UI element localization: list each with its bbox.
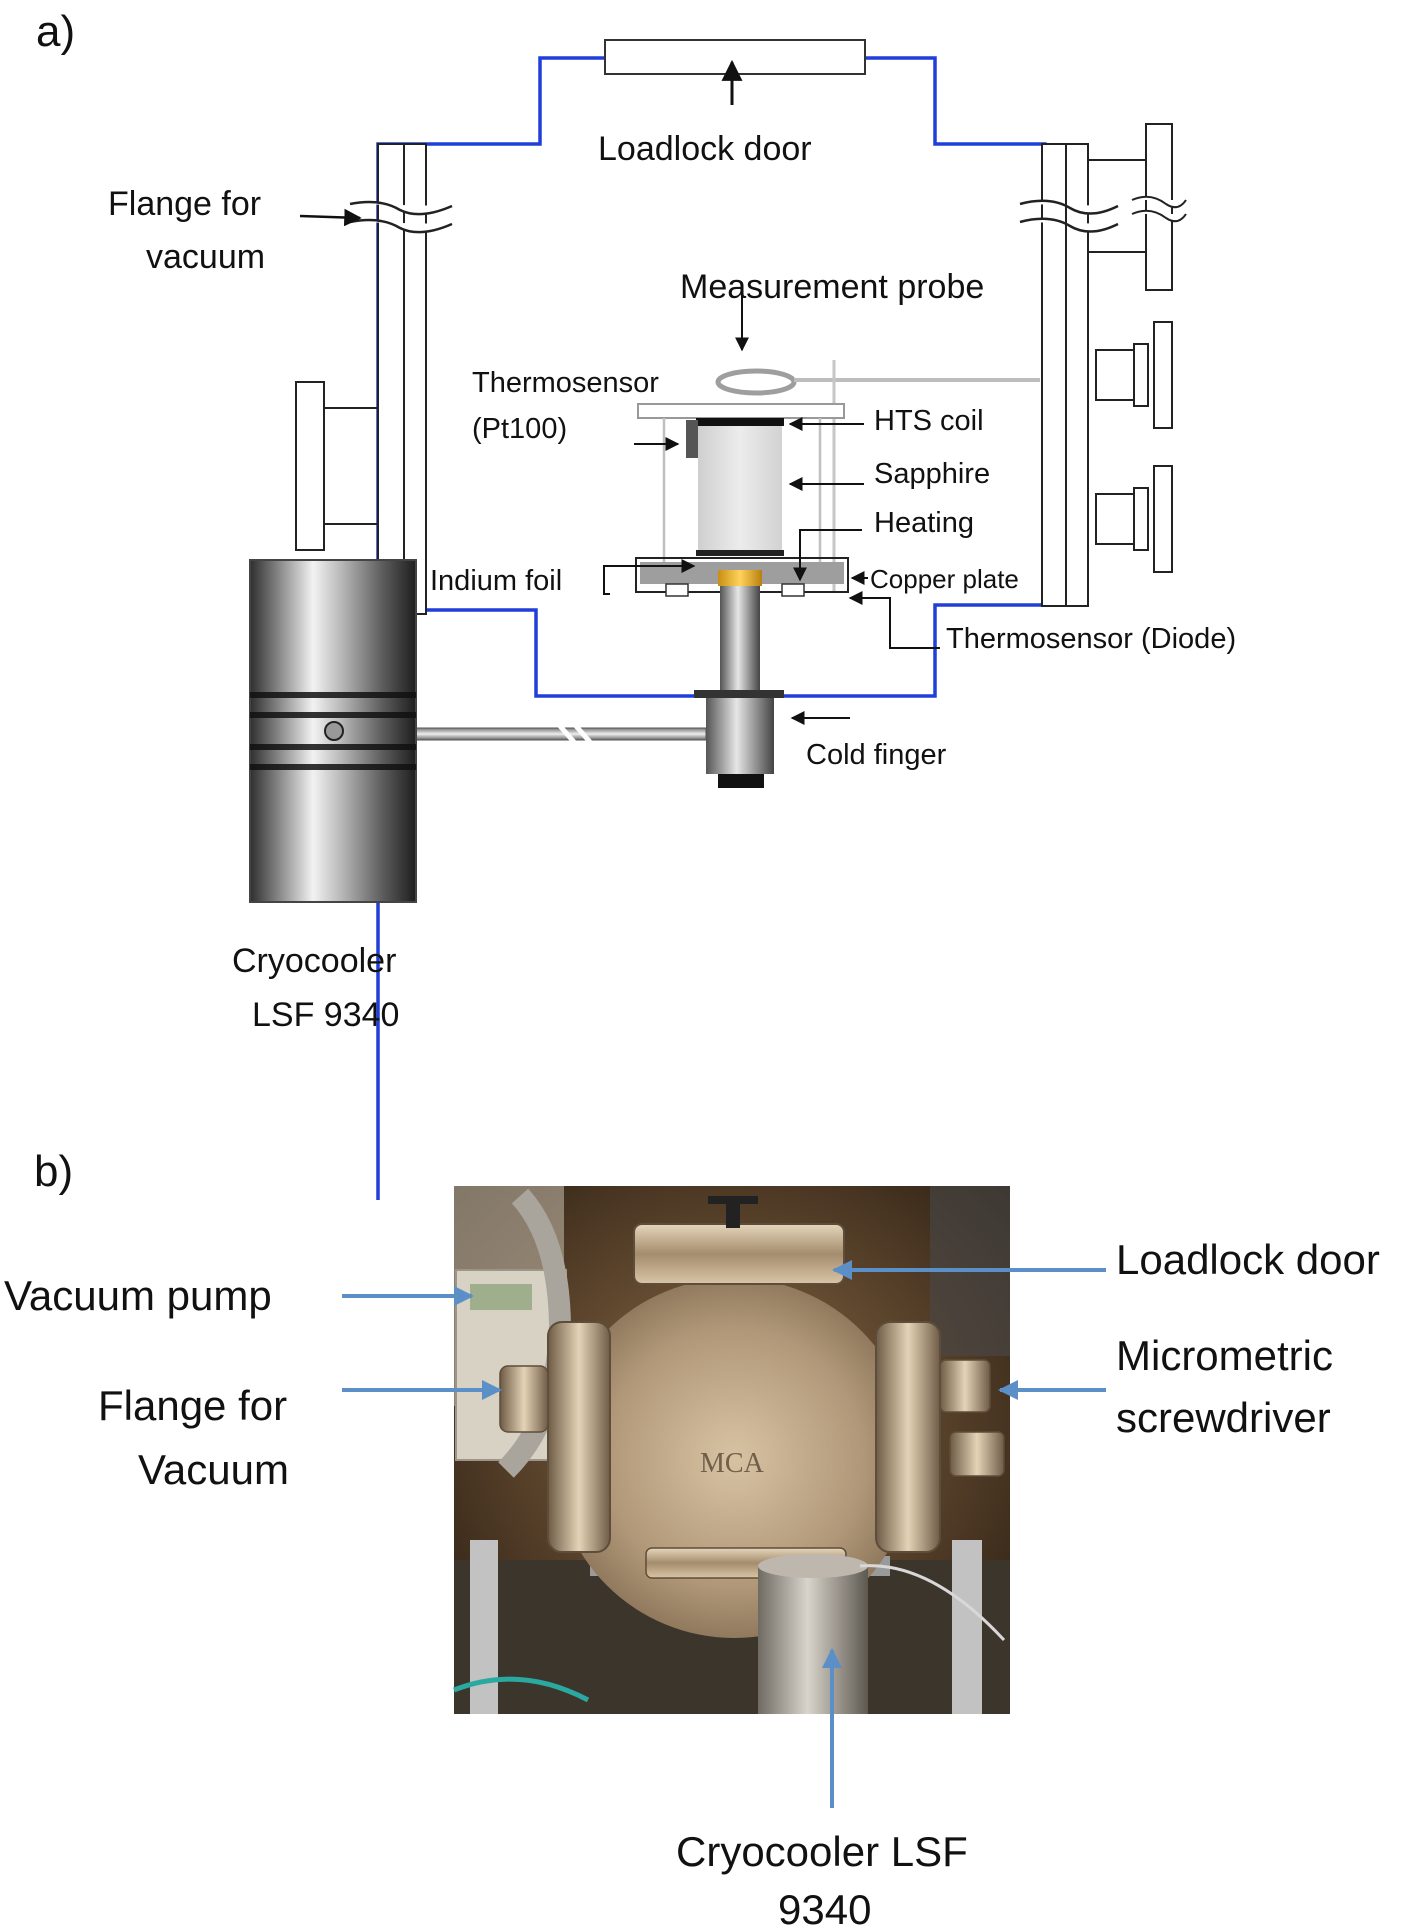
photo-b: MCA: [453, 1186, 1010, 1714]
panel-label-b: b): [34, 1147, 73, 1196]
measurement-probe-label: Measurement probe: [680, 268, 984, 306]
right-flange: [875, 1321, 941, 1553]
cryocooler: [249, 559, 417, 903]
hts-coil-label: HTS coil: [874, 405, 984, 437]
break-mark-right: [1019, 199, 1119, 233]
micrometric-label-1: Micrometric: [1116, 1332, 1333, 1379]
chamber-wall: [376, 56, 1047, 1200]
heating-label: Heating: [874, 507, 974, 539]
micrometric-label-2: screwdriver: [1116, 1394, 1331, 1441]
cold-finger: [694, 690, 784, 788]
diagram-a: Loadlock door Flange for vacuum: [108, 39, 1236, 1200]
chamber-engraving: MCA: [700, 1448, 765, 1479]
cold-finger-label: Cold finger: [806, 739, 947, 771]
left-side-port: [295, 381, 378, 551]
loadlock-door-plate: [604, 39, 866, 75]
thermosensor-pt100-label-1: Thermosensor: [472, 367, 659, 399]
loadlock-door-b-label: Loadlock door: [1116, 1236, 1380, 1283]
cryocooler-label-2: LSF 9340: [252, 996, 399, 1034]
flange-vacuum-b-label-1: Flange for: [98, 1382, 287, 1429]
cryocooler-b-label-2: 9340: [778, 1886, 871, 1932]
flange-vacuum-arrow: [299, 208, 362, 227]
sample-holder: [635, 403, 849, 692]
thermosensor-pt100-label-2: (Pt100): [472, 413, 567, 445]
thermosensor-diode-leader: [848, 591, 940, 649]
left-flange: [547, 1321, 611, 1553]
panel-label-a: a): [36, 7, 75, 56]
photo-b-callouts: Vacuum pump Flange for Vacuum Loadlock d…: [4, 1236, 1380, 1932]
loadlock-door-label: Loadlock door: [598, 130, 812, 168]
measurement-probe: [715, 360, 1040, 592]
vacuum-pump-label: Vacuum pump: [4, 1272, 272, 1319]
flange-vacuum-b-label-2: Vacuum: [138, 1446, 289, 1493]
cryocooler-b-label-1: Cryocooler LSF: [676, 1828, 968, 1875]
thermosensor-diode-label: Thermosensor (Diode): [946, 623, 1236, 655]
break-mark-left: [349, 200, 453, 234]
cryocooler-label-1: Cryocooler: [232, 942, 396, 980]
flange-vacuum-label-1: Flange for: [108, 185, 261, 223]
sapphire-label: Sapphire: [874, 458, 990, 490]
indium-foil-bracket: [603, 565, 610, 595]
right-side-ports: [1088, 123, 1187, 573]
cryocooler-photo: [758, 1566, 868, 1714]
heating-leader: [793, 529, 862, 582]
copper-plate-label: Copper plate: [870, 564, 1019, 594]
top-flange: [633, 1223, 845, 1285]
indium-foil-label: Indium foil: [430, 565, 562, 597]
flange-vacuum-label-2: vacuum: [146, 238, 265, 276]
transfer-line: [413, 724, 707, 744]
